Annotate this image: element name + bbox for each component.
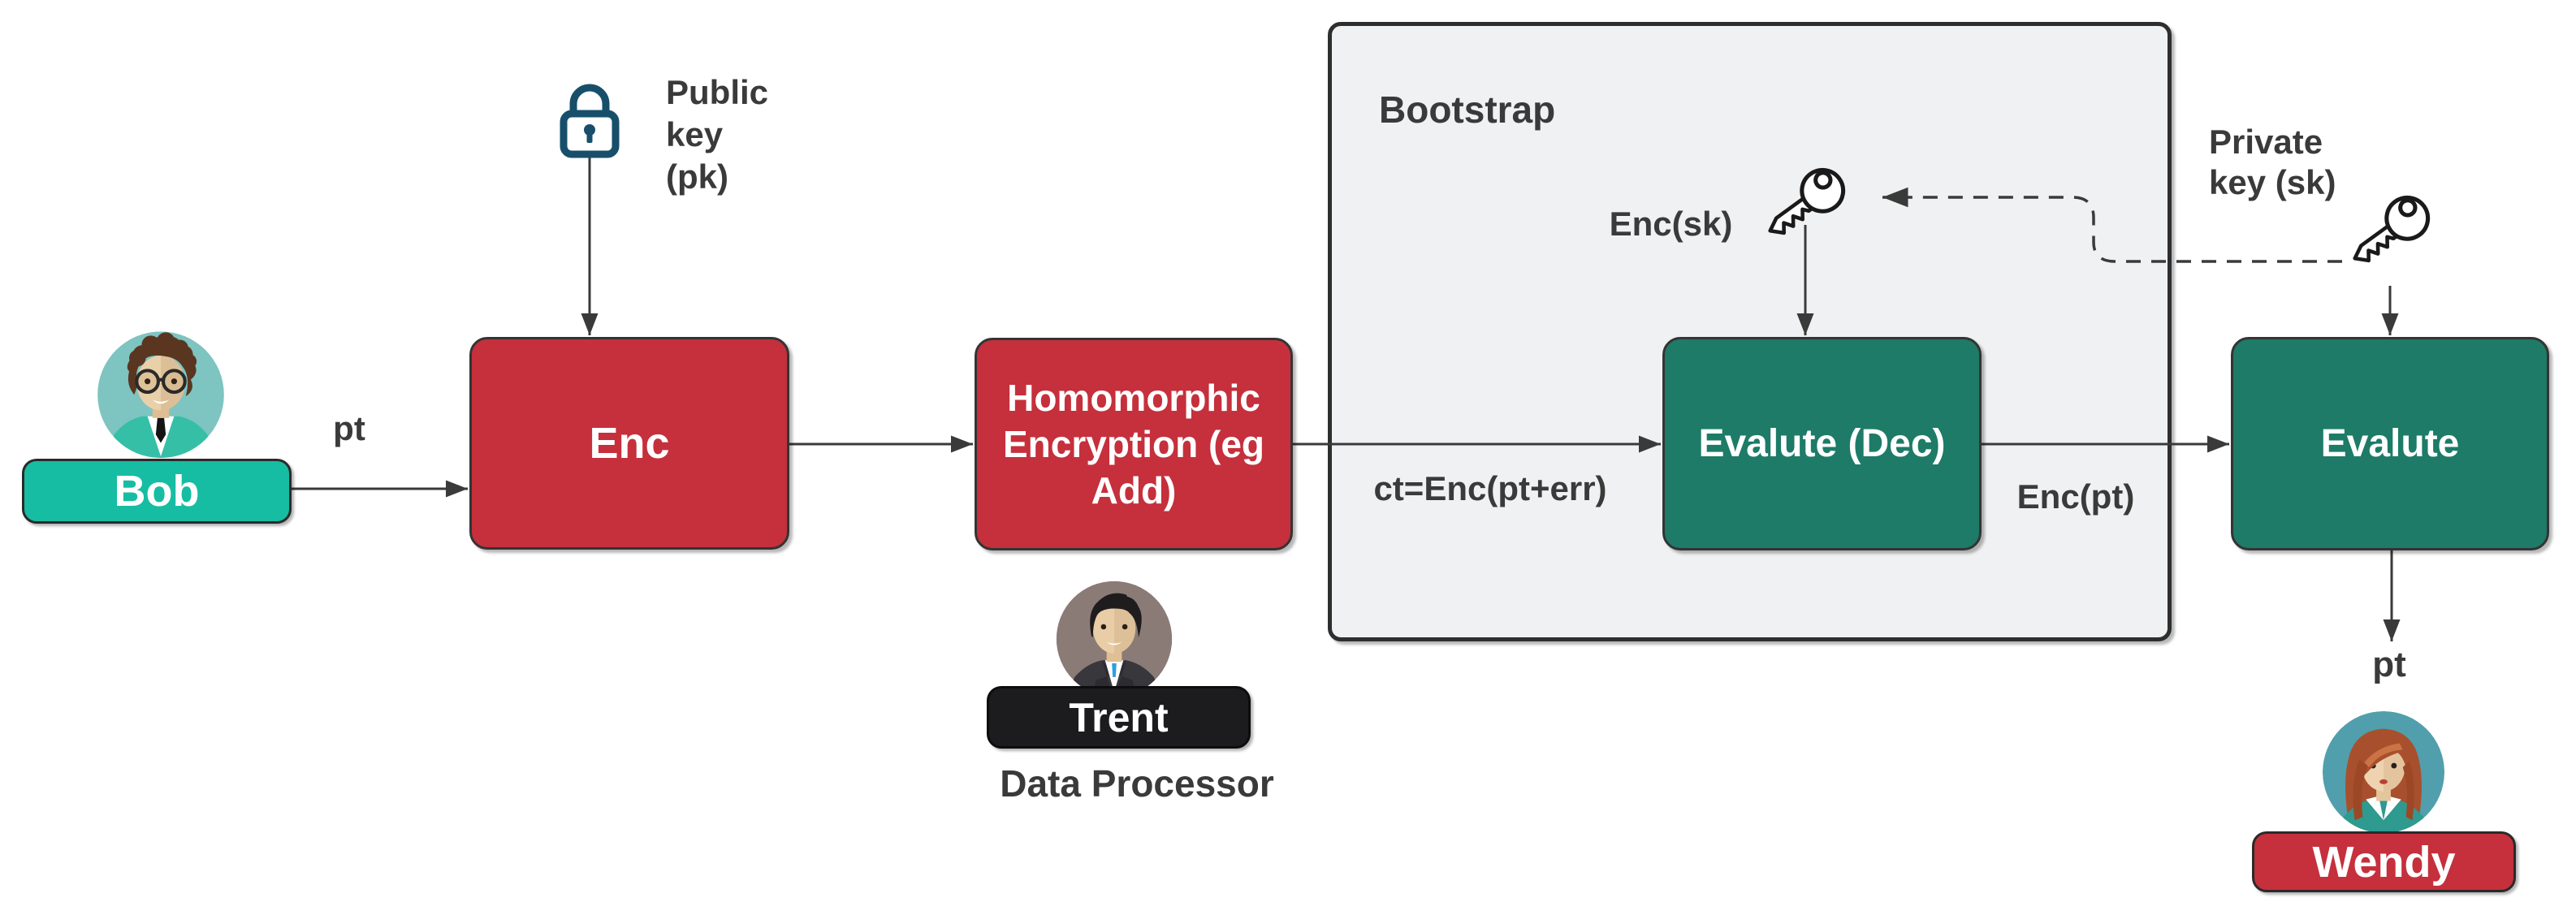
- key-icon: [2353, 195, 2431, 263]
- bob-name: Bob: [114, 467, 200, 516]
- enc-node-label: Enc: [589, 419, 670, 468]
- wendy-name: Wendy: [2312, 837, 2456, 887]
- trent-role-label: Data Processor: [1000, 762, 1274, 805]
- edge-label-enc-pt: Enc(pt): [2016, 477, 2135, 516]
- trent-name: Trent: [1069, 694, 1169, 740]
- enc-node: Enc: [469, 337, 789, 550]
- public-key-lock: [559, 78, 620, 163]
- key-icon: [1768, 167, 1846, 235]
- edge-label-pt-output: pt: [2372, 645, 2406, 684]
- enc-sk-key: [1752, 153, 1859, 264]
- homomorphic-encryption-node: Homomorphic Encryption (eg Add): [975, 338, 1293, 550]
- man-avatar-icon: [1056, 581, 1173, 697]
- edge-label-pt: pt: [333, 409, 365, 447]
- woman-avatar-icon: [2322, 710, 2445, 834]
- evaluate-node-label: Evalute: [2320, 422, 2460, 465]
- bob-badge: Bob: [22, 459, 292, 524]
- bob-avatar: [94, 325, 227, 458]
- trent-avatar: [1053, 578, 1175, 700]
- private-key-label: Private key (sk): [2209, 123, 2336, 201]
- wendy-badge: Wendy: [2252, 831, 2516, 892]
- evaluate-node: Evalute: [2231, 337, 2549, 550]
- bootstrap-title: Bootstrap: [1379, 88, 1556, 131]
- evaluate-dec-node-label: Evalute (Dec): [1698, 422, 1946, 465]
- wendy-avatar: [2319, 708, 2448, 836]
- enc-sk-label: Enc(sk): [1609, 205, 1733, 243]
- lock-icon: [560, 84, 620, 158]
- private-key: [2336, 180, 2444, 291]
- edge-label-ct-enc-pt-err: ct=Enc(pt+err): [1373, 469, 1607, 507]
- evaluate-dec-node: Evalute (Dec): [1662, 337, 1982, 550]
- man-avatar-icon: [97, 331, 224, 458]
- trent-badge: Trent: [987, 686, 1251, 749]
- homomorphic-node-label: Homomorphic Encryption (eg Add): [1002, 376, 1265, 511]
- public-key-label: Public key (pk): [666, 73, 769, 196]
